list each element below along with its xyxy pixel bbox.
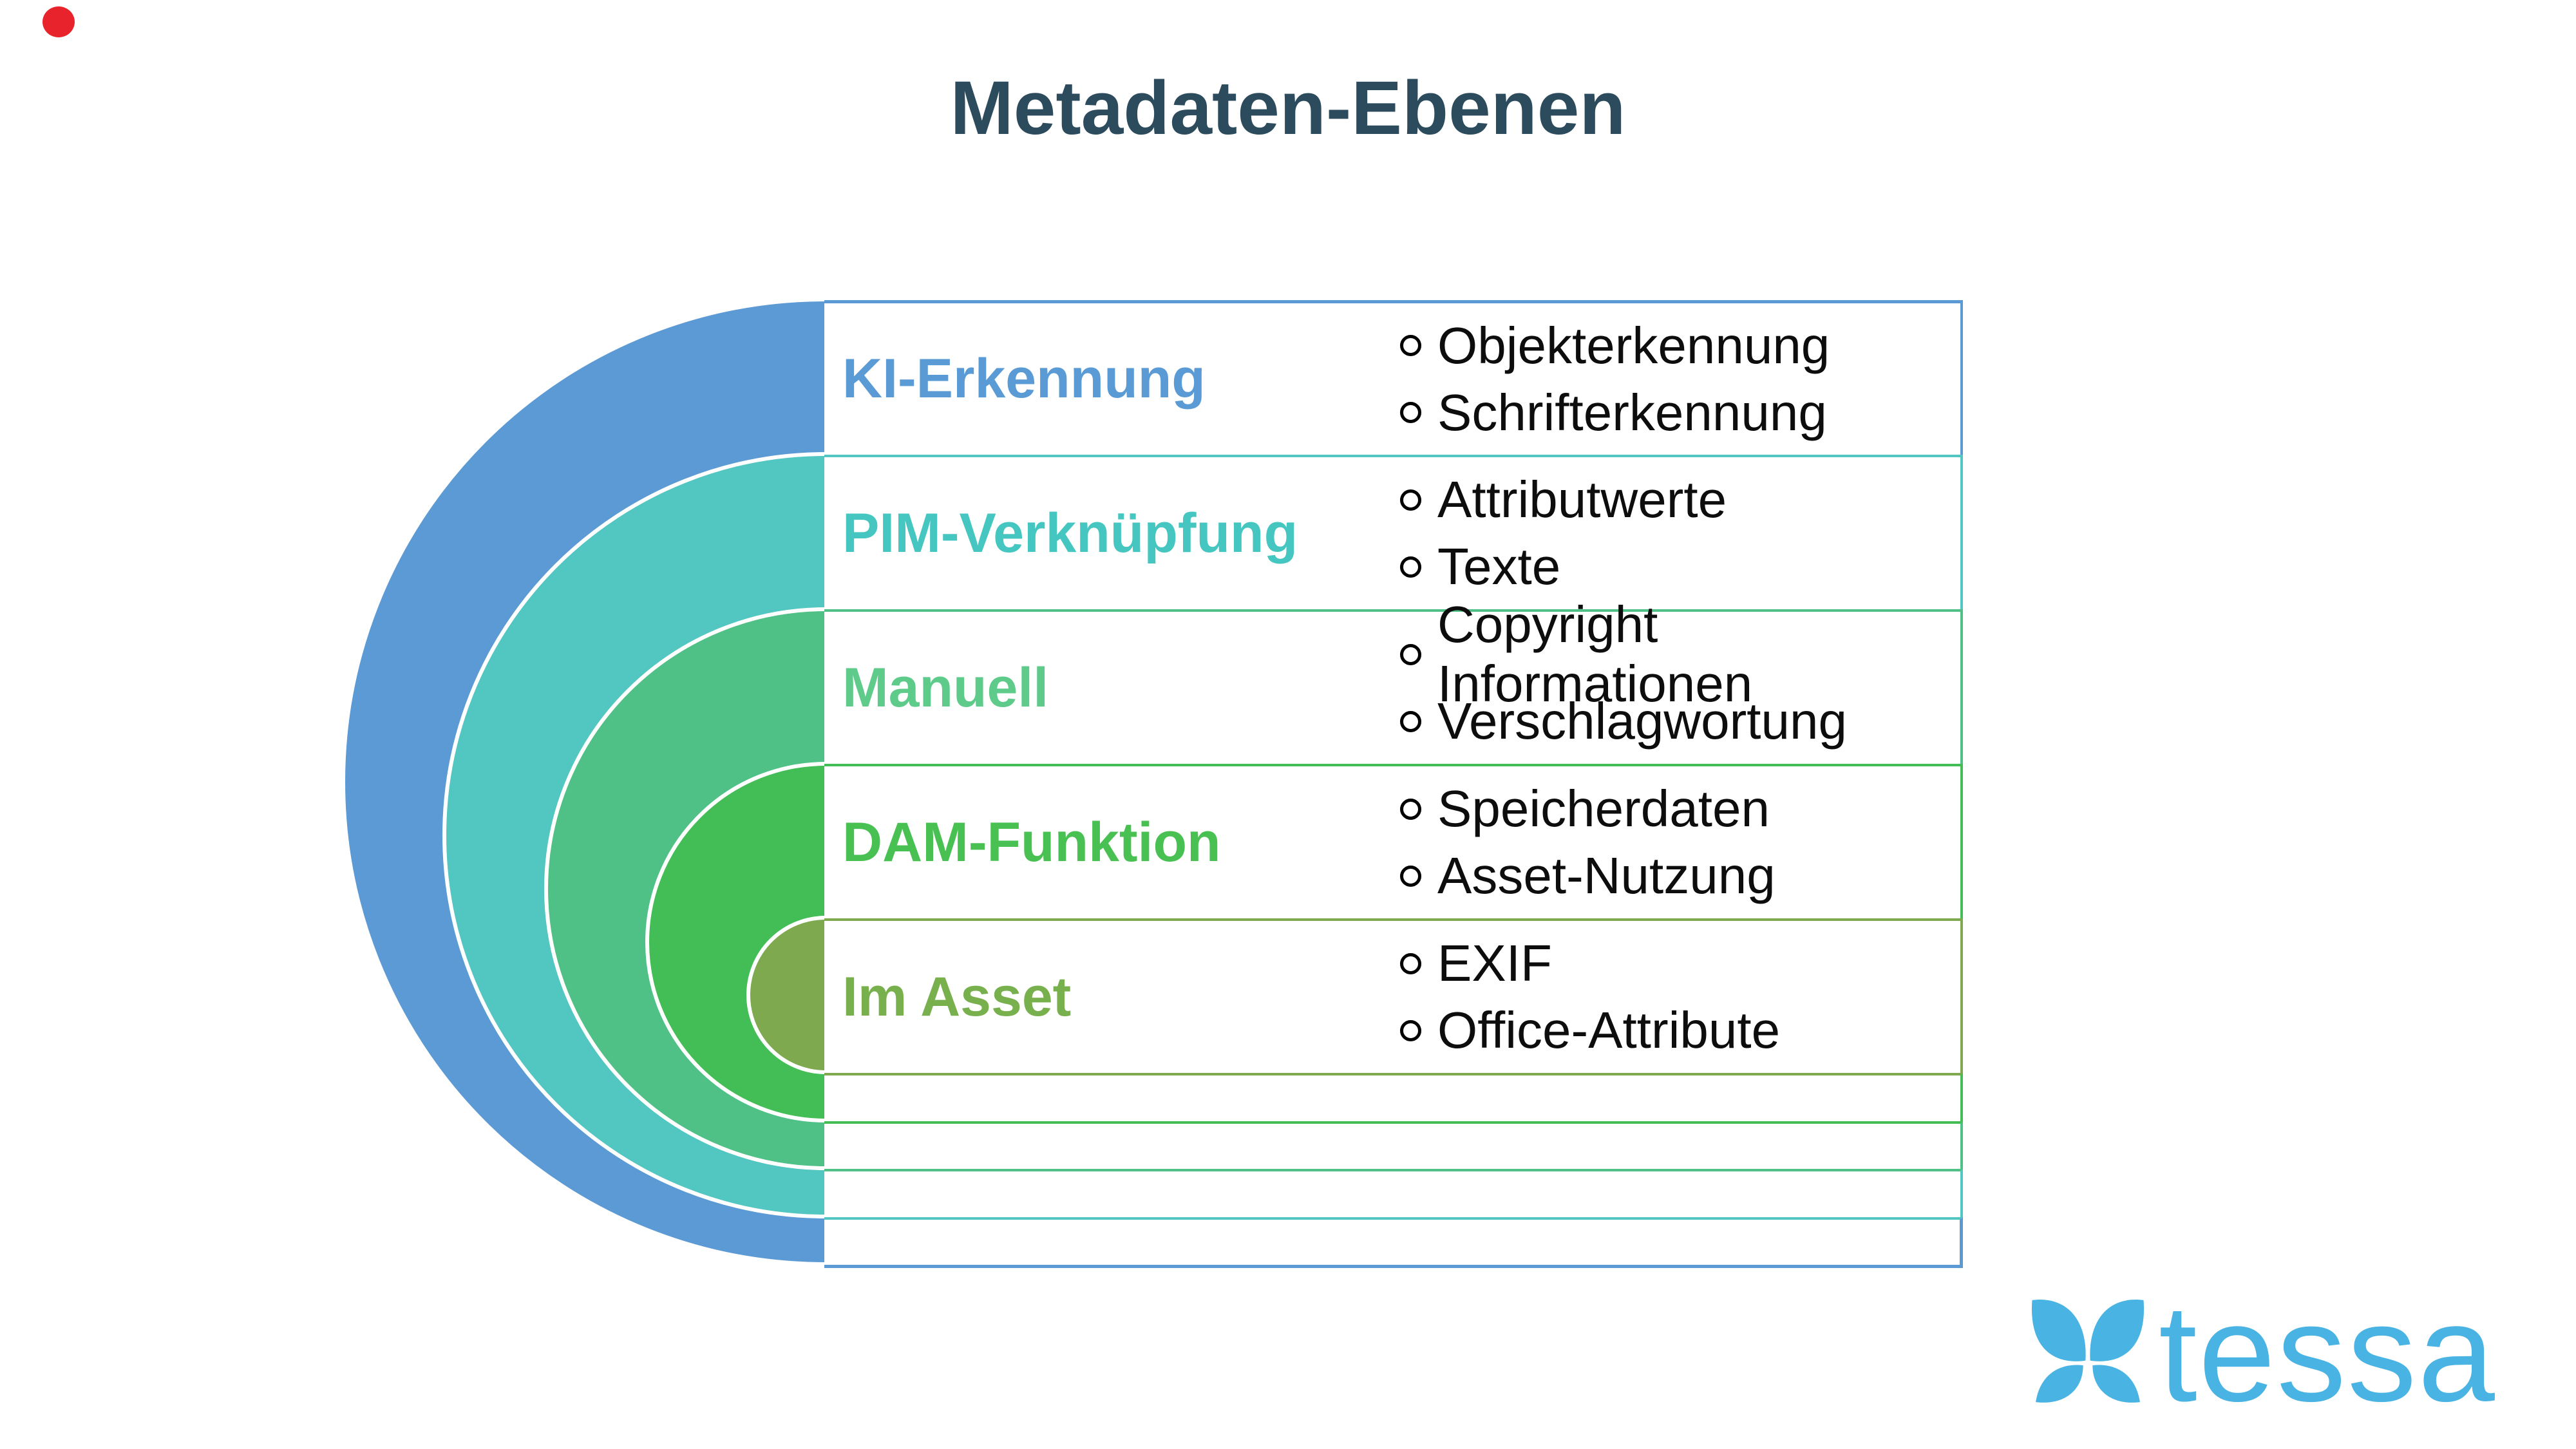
row-label: Im Asset: [842, 965, 1072, 1028]
row-label: DAM-Funktion: [842, 811, 1221, 873]
row-items: EXIF Office-Attribute: [1400, 921, 1960, 1073]
list-item-label: Objekterkennung: [1437, 316, 1830, 374]
row-items: Attributwerte Texte: [1400, 457, 1960, 609]
metadata-rings-graphic: [341, 298, 824, 1266]
row-items: Speicherdaten Asset-Nutzung: [1400, 766, 1960, 918]
table-row-ki-erkennung: KI-Erkennung Objekterkennung Schrifterke…: [824, 300, 1963, 455]
row-items: Copyright Informationen Verschlagwortung: [1400, 596, 1960, 764]
list-item: Speicherdaten: [1400, 775, 1960, 842]
list-item: Office-Attribute: [1400, 997, 1960, 1064]
list-item: Attributwerte: [1400, 466, 1960, 533]
list-item-label: Texte: [1437, 538, 1561, 595]
circle-bullet-icon: [1400, 1019, 1421, 1041]
list-item-label: Speicherdaten: [1437, 780, 1770, 837]
row-label: KI-Erkennung: [842, 348, 1206, 410]
list-item: EXIF: [1400, 930, 1960, 997]
table-row-manuell: Manuell Copyright Informationen Verschla…: [824, 596, 1963, 764]
list-item: Asset-Nutzung: [1400, 842, 1960, 909]
list-item: Verschlagwortung: [1400, 688, 1960, 755]
row-label: Manuell: [842, 656, 1049, 719]
ring-im-asset: [746, 916, 824, 1074]
list-item: Copyright Informationen: [1400, 596, 1960, 712]
list-item-label: Attributwerte: [1437, 471, 1727, 528]
page-title: Metadaten-Ebenen: [950, 66, 1626, 151]
list-item-label: Copyright Informationen: [1437, 596, 1753, 712]
circle-bullet-icon: [1400, 710, 1421, 732]
circle-bullet-icon: [1400, 952, 1421, 974]
list-item-label: Office-Attribute: [1437, 1001, 1781, 1059]
circle-bullet-icon: [1400, 865, 1421, 887]
list-item-label: Verschlagwortung: [1437, 692, 1847, 750]
table-row-empty: [824, 1217, 1963, 1265]
circle-bullet-icon: [1400, 489, 1421, 511]
tessa-logo: tessa: [2029, 1275, 2496, 1430]
list-item-label: Schrifterkennung: [1437, 383, 1827, 441]
circle-bullet-icon: [1400, 798, 1421, 820]
tessa-logo-text: tessa: [2159, 1275, 2496, 1430]
circle-bullet-icon: [1400, 643, 1421, 665]
list-item-label: EXIF: [1437, 934, 1552, 992]
list-item: Objekterkennung: [1400, 312, 1960, 379]
circle-bullet-icon: [1400, 335, 1421, 356]
table-row-im-asset: Im Asset EXIF Office-Attribute: [824, 918, 1963, 1073]
row-items: Objekterkennung Schrifterkennung: [1400, 303, 1960, 455]
metadata-levels-table: KI-Erkennung Objekterkennung Schrifterke…: [824, 300, 1963, 1268]
table-row-dam-funktion: DAM-Funktion Speicherdaten Asset-Nutzung: [824, 764, 1963, 918]
list-item: Texte: [1400, 533, 1960, 600]
table-row-empty: [824, 1073, 1963, 1121]
table-row-empty: [824, 1121, 1963, 1169]
list-item: Schrifterkennung: [1400, 379, 1960, 446]
tessa-butterfly-icon: [2031, 1300, 2145, 1403]
circle-bullet-icon: [1400, 556, 1421, 578]
record-indicator-dot-icon: [43, 6, 75, 37]
circle-bullet-icon: [1400, 402, 1421, 423]
table-row-empty: [824, 1169, 1963, 1217]
table-row-pim-verknuepfung: PIM-Verknüpfung Attributwerte Texte: [824, 455, 1963, 609]
row-label: PIM-Verknüpfung: [842, 502, 1298, 564]
list-item-label: Asset-Nutzung: [1437, 847, 1776, 904]
